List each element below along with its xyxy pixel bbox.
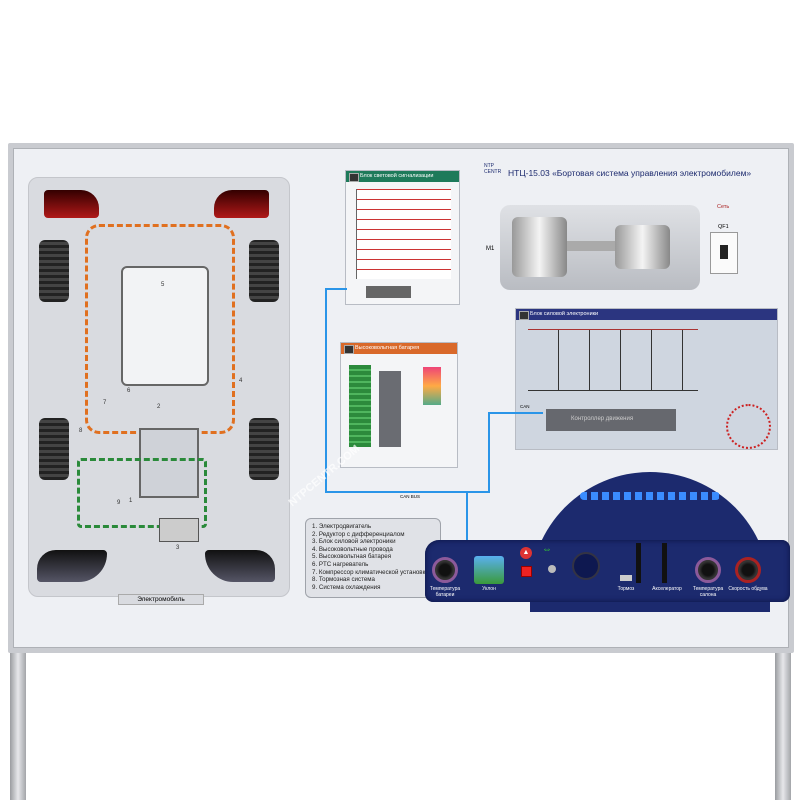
legend-item: 4. Высоковольтные провода	[312, 545, 393, 553]
wheel	[39, 240, 69, 302]
accelerator-slider[interactable]	[662, 543, 667, 583]
light-signal-header: Блок световой сигнализации	[346, 171, 459, 182]
legend-item: 3. Блок силовой электроники	[312, 538, 396, 546]
callout-8: 8	[79, 428, 83, 434]
legend-item: 8. Тормозная система	[312, 576, 375, 584]
headlight-left	[37, 550, 107, 582]
power-electronics-unit: 3	[159, 518, 199, 551]
page-title: НТЦ-15.03 «Бортовая система управления э…	[508, 168, 752, 178]
battery-block: Высоковольтная батарея	[340, 342, 458, 468]
tail-light-left	[44, 190, 99, 218]
can-bus-wire	[325, 491, 490, 493]
hv-wires	[85, 224, 235, 434]
can-wire	[488, 412, 490, 493]
legend-item: 9. Система охлаждения	[312, 583, 381, 591]
power-electronics-block: Блок силовой электроники Контроллер движ…	[515, 308, 778, 450]
cabin-temp-knob[interactable]	[695, 557, 721, 583]
network-label: Сеть	[717, 204, 730, 210]
stand-leg-right	[775, 650, 791, 800]
car-diagram: 5 3 2 4 6 7 8 9 1	[28, 177, 290, 597]
brake-pedal[interactable]	[620, 575, 632, 581]
can-wire	[325, 288, 327, 493]
breaker-label: QF1	[718, 224, 729, 230]
can-bus-label: CAN BUS	[400, 494, 421, 499]
light-signal-circuit	[356, 189, 451, 279]
slope-label: Уклон	[482, 586, 496, 592]
callout-6: 6	[127, 388, 131, 394]
wheel	[249, 240, 279, 302]
legend-item: 2. Редуктор с дифференциалом	[312, 530, 405, 538]
legend-item: 6. PTC нагреватель	[312, 560, 369, 568]
battery-temp-label: Температура батареи	[429, 586, 461, 598]
battery-indicator	[423, 367, 441, 405]
ignition-switch[interactable]	[572, 552, 600, 580]
tail-light-right	[214, 190, 269, 218]
encoder-leds	[726, 404, 771, 449]
brake-slider[interactable]	[636, 543, 641, 583]
ntp-logo: NTP CENTR	[484, 163, 502, 175]
motor-gearbox	[139, 428, 199, 498]
accelerator-label: Акселератор	[652, 586, 682, 592]
headlight-right	[205, 550, 275, 582]
callout-3: 3	[176, 545, 180, 551]
component-legend: 1. Электродвигатель 2. Редуктор с диффер…	[305, 518, 441, 598]
inverter-circuit	[528, 329, 698, 391]
callout-1: 1	[129, 498, 133, 504]
load-motor	[615, 225, 670, 269]
callout-4: 4	[239, 378, 243, 384]
callout-7: 7	[103, 400, 107, 406]
power-electronics-header: Блок силовой электроники	[516, 309, 777, 320]
slope-switch[interactable]	[474, 556, 504, 584]
fan-speed-knob[interactable]	[735, 557, 761, 583]
bms-module	[379, 371, 401, 447]
wheel	[249, 418, 279, 480]
stand-leg-left	[10, 650, 26, 800]
can-label: CAN	[520, 404, 530, 409]
can-wire	[325, 288, 347, 290]
motor-unit	[500, 205, 700, 290]
battery-cells	[349, 365, 371, 447]
car-caption: Электромобиль	[118, 594, 204, 605]
legend-item: 7. Компрессор климатической установки	[312, 568, 429, 576]
legend-item: 5. Высоковольтная батарея	[312, 553, 392, 561]
legend-item: 1. Электродвигатель	[312, 523, 372, 530]
stop-button[interactable]	[521, 566, 532, 577]
can-wire	[488, 412, 543, 414]
motor-shaft	[567, 241, 617, 251]
callout-9: 9	[117, 500, 121, 506]
turn-signal-icon: ⇔	[542, 544, 552, 555]
led-speed-arc	[580, 492, 720, 500]
battery-pack: 5	[121, 266, 209, 386]
circuit-breaker-qf1[interactable]	[710, 232, 738, 274]
wheel	[39, 418, 69, 480]
light-signal-block: Блок световой сигнализации	[345, 170, 460, 305]
light-controller	[366, 286, 411, 298]
hazard-button[interactable]: ▲	[520, 547, 532, 559]
cooling-loop	[77, 458, 207, 528]
turn-signal-toggle[interactable]	[548, 565, 556, 573]
motion-controller: Контроллер движения	[546, 409, 676, 431]
brake-label: Тормоз	[617, 586, 635, 592]
callout-2: 2	[157, 404, 161, 410]
motor-label: M1	[486, 246, 495, 252]
can-wire	[466, 491, 468, 546]
battery-temp-knob[interactable]	[432, 557, 458, 583]
cabin-temp-label: Температура салона	[692, 586, 724, 598]
battery-header: Высоковольтная батарея	[341, 343, 457, 354]
fan-speed-label: Скорость обдува	[728, 586, 768, 592]
motor-m1	[512, 217, 567, 277]
callout-5: 5	[161, 282, 165, 288]
